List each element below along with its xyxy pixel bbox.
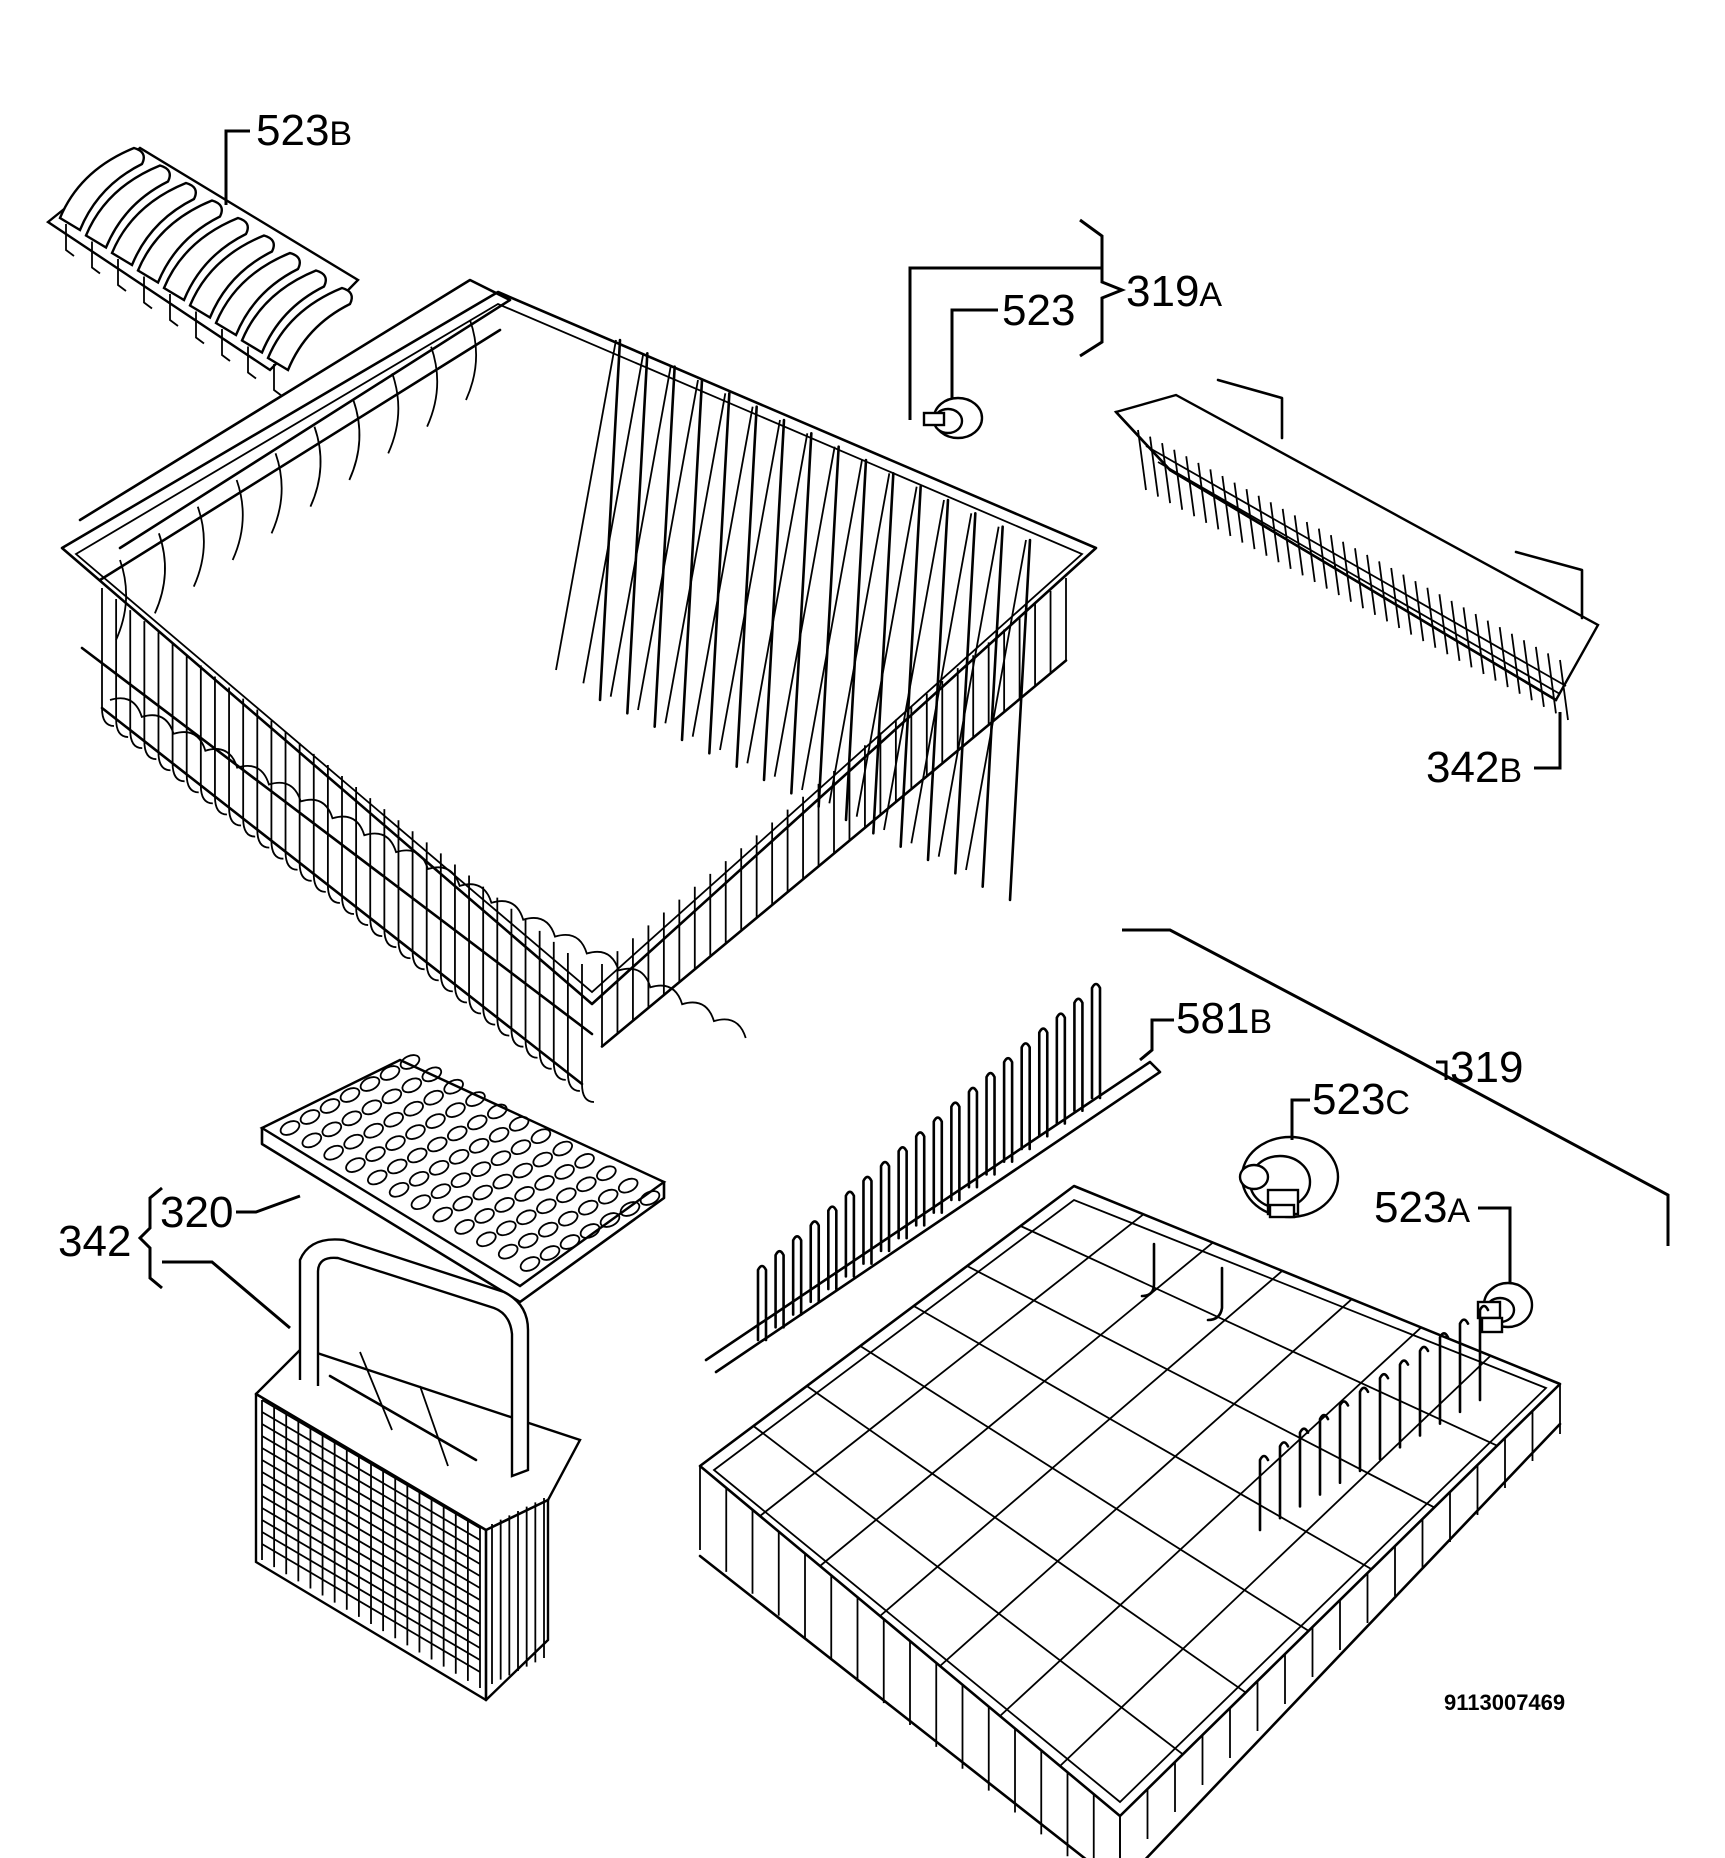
part-523a-wheel (1476, 1281, 1534, 1334)
callout-labels: 523B 319A 523 342B 581B 319 523C 523A 32… (58, 106, 1565, 1715)
part-cutlery-basket (254, 1238, 582, 1702)
callout-523c: 523C (1312, 1075, 1410, 1124)
part-581b-tine-row (704, 982, 1162, 1374)
part-523c-wheel (1238, 1135, 1340, 1219)
part-342b-side-basket (1113, 378, 1600, 721)
callout-523b: 523B (256, 106, 352, 155)
callout-523: 523 (1002, 286, 1075, 335)
callout-320: 320 (160, 1188, 233, 1237)
callout-342b: 342B (1426, 743, 1522, 792)
callout-319: 319 (1450, 1043, 1523, 1092)
part-lower-basket (698, 1184, 1562, 1858)
callout-581b: 581B (1176, 994, 1272, 1043)
part-upper-basket (60, 278, 1098, 1103)
part-523-roller (922, 396, 984, 440)
part-320-grid-cover (259, 1054, 667, 1304)
callout-342: 342 (58, 1217, 131, 1266)
callout-523a: 523A (1374, 1183, 1470, 1232)
leader-lines (137, 129, 1670, 1330)
part-523b-clip-rack (45, 146, 360, 397)
document-id: 9113007469 (1444, 1690, 1565, 1715)
callout-319a: 319A (1126, 267, 1222, 316)
